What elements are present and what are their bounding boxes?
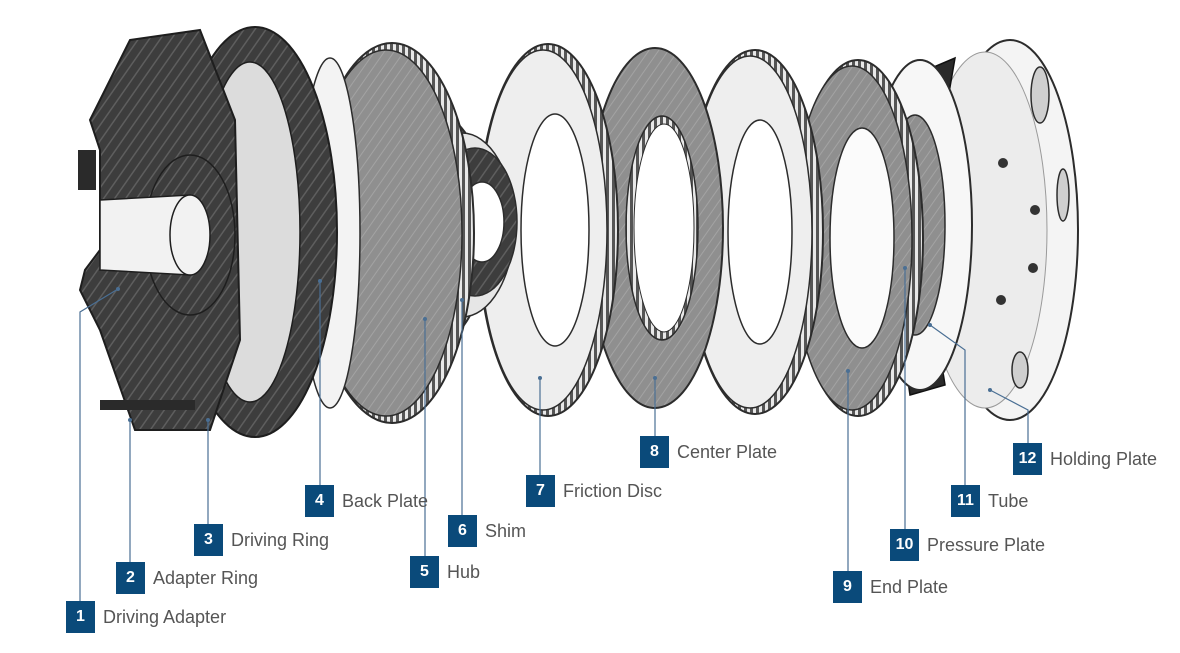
back-plate-part (299, 42, 475, 424)
callout-driving-ring: 3 Driving Ring (194, 524, 329, 556)
callout-label: Hub (447, 561, 481, 582)
callout-center-plate: 8 Center Plate (640, 436, 777, 468)
leader-line-1 (79, 288, 119, 602)
callout-label: Adapter Ring (153, 567, 259, 588)
callout-hub: 5 Hub (410, 556, 480, 588)
callout-number: 12 (1013, 443, 1042, 475)
callout-tube: 11 Tube (951, 485, 1028, 517)
callout-number: 6 (448, 515, 477, 547)
callout-end-plate: 9 End Plate (833, 571, 948, 603)
callout-label: Driving Adapter (103, 606, 227, 627)
callout-label: Driving Ring (231, 529, 330, 550)
leader-line-12 (989, 389, 1029, 444)
driving-adapter-part (78, 28, 242, 431)
callout-number: 8 (640, 436, 669, 468)
friction-disc-part-b (686, 49, 824, 415)
callout-number: 10 (890, 529, 919, 561)
leader-lines (79, 268, 1029, 602)
callout-number: 11 (951, 485, 980, 517)
callout-number: 7 (526, 475, 555, 507)
callout-label: Center Plate (677, 441, 778, 462)
callout-label: Holding Plate (1050, 448, 1158, 469)
end-plate-part (791, 59, 924, 417)
callout-number: 4 (305, 485, 334, 517)
callout-number: 5 (410, 556, 439, 588)
callout-back-plate: 4 Back Plate (305, 485, 428, 517)
callout-label: Tube (988, 490, 1029, 511)
callout-driving-adapter: 1 Driving Adapter (66, 601, 226, 633)
callout-shim: 6 Shim (448, 515, 526, 547)
callout-number: 1 (66, 601, 95, 633)
callout-number: 2 (116, 562, 145, 594)
callout-holding-plate: 12 Holding Plate (1013, 443, 1157, 475)
callout-number: 3 (194, 524, 223, 556)
callout-label: Shim (485, 520, 527, 541)
callout-label: Friction Disc (563, 480, 663, 501)
callout-adapter-ring: 2 Adapter Ring (116, 562, 258, 594)
friction-disc-part (477, 43, 619, 417)
center-plate-part (586, 47, 724, 409)
callout-label: End Plate (870, 576, 949, 597)
callout-label: Back Plate (342, 490, 429, 511)
callout-label: Pressure Plate (927, 534, 1046, 555)
anchor-dots (116, 266, 992, 422)
callout-pressure-plate: 10 Pressure Plate (890, 529, 1045, 561)
leader-line-11 (929, 324, 966, 486)
callout-friction-disc: 7 Friction Disc (526, 475, 662, 507)
callout-number: 9 (833, 571, 862, 603)
